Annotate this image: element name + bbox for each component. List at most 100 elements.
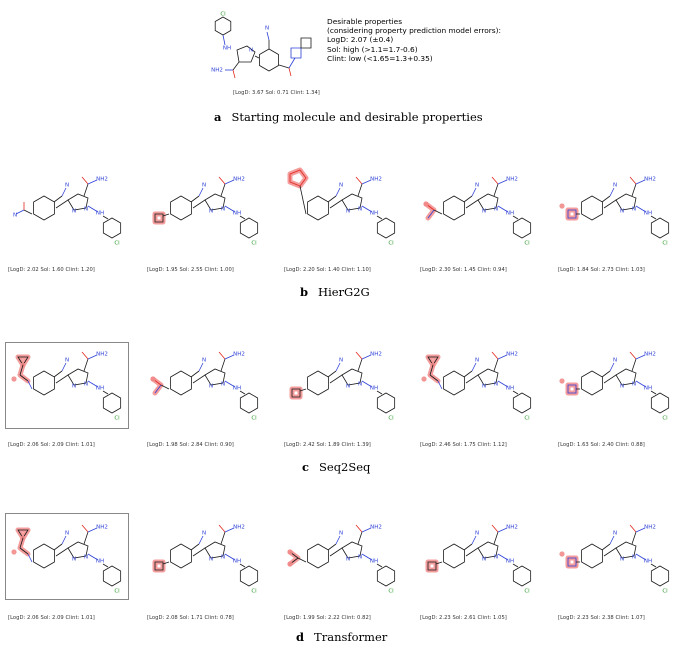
- highlighted-atom: [150, 376, 156, 382]
- nitrogen-atom-label: N: [358, 207, 362, 213]
- phenyl-bond: [102, 215, 109, 220]
- nitrogen-atom-label: N: [632, 382, 636, 388]
- phenyl-bond: [239, 215, 246, 220]
- substituent-bond: [299, 185, 307, 215]
- amide-atom-label: NH2: [211, 68, 223, 74]
- amide-atom-label: NH2: [96, 177, 108, 183]
- nitrogen-atom-label: N: [620, 384, 624, 390]
- linker-bond: [55, 199, 69, 209]
- nitrile-bond: [601, 370, 611, 378]
- nitrogen-atom-label: N: [346, 557, 350, 563]
- substituent-bond: [162, 561, 170, 565]
- linker-bond: [192, 199, 206, 209]
- linker-bond: [603, 199, 617, 209]
- chlorine-atom-label: Cl: [388, 241, 394, 247]
- nitrogen-atom-label: N: [209, 557, 213, 563]
- amide-atom-label: NH2: [506, 525, 518, 531]
- amine-atom-label: NH: [644, 386, 652, 392]
- linker-bond: [55, 547, 69, 557]
- phenyl-bond: [650, 390, 657, 395]
- nitrile-bond: [471, 187, 477, 197]
- pyrazole-ring: [67, 368, 89, 386]
- cyclohexane-ring: [307, 543, 329, 569]
- amine-bond: [361, 380, 373, 388]
- amine-atom-label: NH: [644, 211, 652, 217]
- molecule-properties-label: [LogD: 2.23 Sol: 2.61 Clint: 1.05]: [420, 615, 507, 621]
- amide-bond: [629, 524, 637, 533]
- phenyl-bond: [376, 390, 383, 395]
- cyclohexane-ring: [170, 195, 192, 221]
- molecule-properties-label: [LogD: 1.95 Sol: 2.55 Clint: 1.00]: [147, 267, 234, 273]
- phenyl-ring: [102, 392, 122, 414]
- pyrazole-ring: [204, 193, 226, 211]
- phenyl-ring: [650, 565, 670, 587]
- nitrogen-atom-label: N: [209, 384, 213, 390]
- amide-atom-label: NH2: [96, 525, 108, 531]
- substituent-bond: [429, 374, 439, 382]
- oxetane-ring: [427, 561, 437, 571]
- section-title: Seq2Seq: [319, 460, 371, 474]
- section-letter: b: [300, 285, 309, 299]
- nitrogen-atom-label: N: [72, 209, 76, 215]
- nitrogen-atom-label: N: [482, 557, 486, 563]
- nitrile-bond: [53, 370, 63, 378]
- amide-bond: [355, 176, 363, 185]
- amide-bond: [357, 531, 363, 545]
- substituent-bond: [437, 380, 443, 390]
- molecule-properties-label: [LogD: 1.98 Sol: 2.84 Clint: 0.90]: [147, 442, 234, 448]
- amide-atom-label: NH2: [96, 352, 108, 358]
- phenyl-ring: [239, 392, 259, 414]
- amine-bond: [497, 553, 509, 561]
- start-molecule-properties-label: [LogD: 3.67 Sol: 0.71 Clint: 1.34]: [233, 90, 320, 96]
- amide-bond: [355, 524, 363, 533]
- amide-bond: [224, 354, 235, 360]
- amide-bond: [635, 179, 646, 185]
- amine-bond: [497, 205, 509, 213]
- amine-bond: [497, 380, 509, 388]
- chlorine-atom-label: Cl: [662, 416, 668, 422]
- nitrogen-atom-label: N: [221, 555, 225, 561]
- nitrogen-atom-label: N: [475, 531, 479, 537]
- nitrogen-atom-label: N: [482, 209, 486, 215]
- phenyl-ring: [239, 565, 259, 587]
- amide-bond: [81, 351, 89, 360]
- pyrazole-ring: [341, 193, 363, 211]
- amide-bond: [87, 179, 98, 185]
- amine-atom-label: NH: [370, 211, 378, 217]
- phenyl-ring: [102, 217, 122, 239]
- highlighted-atom: [559, 378, 565, 384]
- nitrogen-atom-label: N: [13, 213, 17, 219]
- amide-atom-label: NH2: [506, 177, 518, 183]
- highlighted-atom: [423, 201, 429, 207]
- cyclohexane-ring: [170, 370, 192, 396]
- highlighted-fragment: [152, 559, 166, 573]
- highlighted-fragment: [565, 382, 579, 396]
- substituent-bond: [19, 374, 29, 382]
- amide-bond: [491, 351, 499, 360]
- nitrile-bond: [471, 362, 477, 372]
- amine-atom-label: NH: [506, 559, 514, 565]
- amide-bond: [224, 527, 235, 533]
- pyrazole-ring: [615, 193, 637, 211]
- cyclohexane-ring: [581, 543, 603, 569]
- nitrile-bond: [266, 31, 270, 41]
- pyrazole-ring: [204, 541, 226, 559]
- highlighted-fragment: [565, 207, 579, 221]
- phenyl-bond: [102, 563, 109, 568]
- cyclohexane-ring: [259, 48, 279, 72]
- amide-atom-label: NH2: [370, 177, 382, 183]
- molecule-properties-label: [LogD: 1.63 Sol: 2.40 Clint: 0.88]: [558, 442, 645, 448]
- amide-bond: [493, 358, 499, 372]
- amide-bond: [497, 179, 508, 185]
- substituent-bond: [435, 561, 443, 565]
- phenyl-ring: [512, 392, 532, 414]
- linker-bond: [465, 374, 479, 384]
- pyrazole-ring: [236, 45, 256, 63]
- molecule-properties-label: [LogD: 2.06 Sol: 2.09 Clint: 1.01]: [8, 615, 95, 621]
- amine-atom-label: NH: [223, 46, 231, 52]
- amine-bond: [87, 553, 99, 561]
- amide-bond: [278, 64, 290, 69]
- amine-bond: [224, 205, 236, 213]
- amide-bond: [491, 176, 499, 185]
